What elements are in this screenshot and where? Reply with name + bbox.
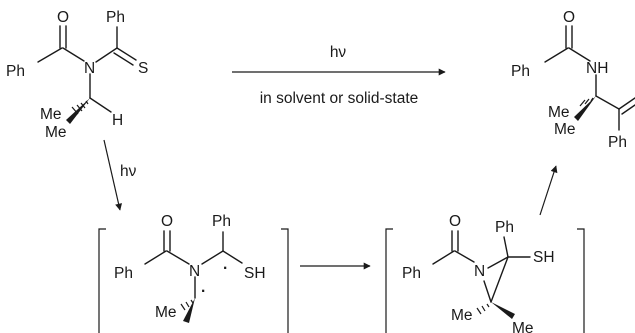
atom-ph: Ph [511,63,530,80]
bond-n-radical-c [201,250,224,265]
atom-o: O [161,213,173,230]
bracket-right [577,228,585,333]
bond-thiocarbonyl-s-1 [618,97,635,110]
atom-nh: NH [586,60,608,77]
atom-sh: SH [533,249,555,266]
atom-ph: Ph [106,9,125,26]
bond-n-ring-c2 [483,280,492,303]
atom-n: N [474,263,485,280]
bond-ring-c1-c2 [490,256,509,303]
atom-ph: Ph [608,134,627,151]
ring-opening-arrow [539,165,558,216]
bond-ring-c-ph [503,236,509,258]
atom-sh: SH [244,265,266,282]
bond-ph-carbonyl [432,250,455,265]
atom-me: Me [40,106,62,123]
atom-ph: Ph [114,265,133,282]
hashed-bond-methyl [476,303,490,315]
atom-me: Me [45,124,67,141]
atom-ph: Ph [6,63,25,80]
radical-dot: · [201,283,206,300]
bond-thiocarbonyl-s-2 [113,52,134,66]
hashed-bond-methyl [180,299,194,311]
bond-ch-h [89,97,112,113]
atom-h: H [112,112,123,129]
aziridine-intermediate: O Ph N Ph SH Me Me [385,213,585,333]
bracket-left [385,228,393,333]
starting-thioimide: O Ph N Ph S Me Me H [6,9,148,141]
arrow-condition-light: hν [330,44,347,61]
atom-me: Me [512,320,534,333]
atom-n: N [189,263,200,280]
bond-ph-carbonyl [37,47,63,63]
wedge-bond-methyl [183,298,195,323]
hashed-bond-methyl [71,100,89,115]
photoexcitation-arrow: hν [103,139,137,211]
wedge-bond-methyl [66,98,90,124]
bond-ph-carbonyl [544,47,569,63]
atom-me: Me [554,121,576,138]
atom-me: Me [548,104,570,121]
bond-carbonyl-n [568,47,591,62]
radical-dot: · [223,260,228,277]
atom-o: O [449,213,461,230]
bracket-right [281,228,289,333]
atom-ph: Ph [495,219,514,236]
bond-radical-c-sh [222,250,243,264]
direct-reaction-arrow: hν in solvent or solid-state [232,44,446,107]
wedge-bond-methyl [574,96,596,121]
atom-me: Me [451,307,473,324]
bond-carbonyl-n [62,47,85,62]
atom-n: N [84,60,95,77]
bond-thiocarbonyl-s-2 [621,104,635,115]
bond-ph-carbonyl [144,250,167,265]
bond-carbonyl-n [454,250,475,263]
bracket-left [98,228,106,333]
atom-ph: Ph [402,265,421,282]
wedge-bond-methyl [491,302,515,319]
arrow-condition-light: hν [120,163,137,180]
atom-ph: Ph [212,213,231,230]
bond-carbonyl-n [166,250,190,265]
bond-c-thiocarbonyl [595,95,620,110]
product-thioamide: O Ph NH Me Me Ph [511,9,635,151]
hashed-bond-methyl [579,97,594,107]
atom-o: O [57,9,69,26]
bond-thiocarbonyl-s-1 [116,47,137,61]
atom-me: Me [155,304,177,321]
atom-o: O [563,9,575,26]
arrow-condition-medium: in solvent or solid-state [260,90,419,107]
bond-n-thiocarbonyl [95,47,118,63]
atom-s: S [138,60,148,77]
biradical-intermediate: O Ph N Ph SH Me · · [98,213,289,333]
bond-n-ring-c1 [487,256,509,269]
